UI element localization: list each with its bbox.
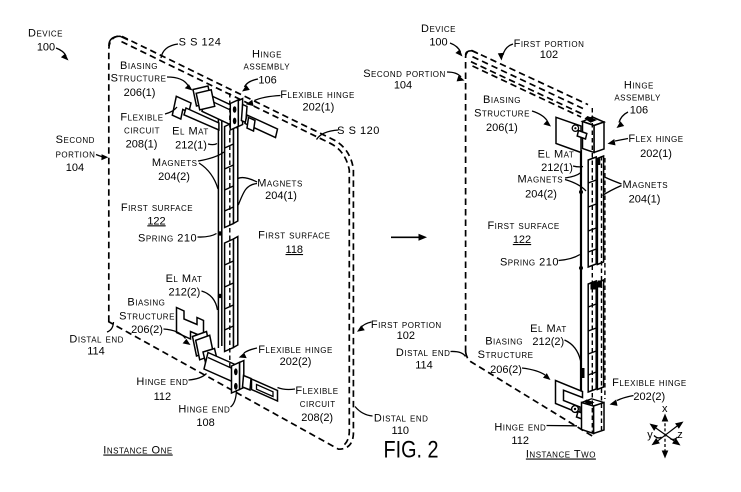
svg-text:Structure: Structure [111,73,167,85]
svg-text:Hinge end: Hinge end [178,404,230,416]
svg-text:Magnets: Magnets [152,157,198,169]
svg-text:x: x [662,403,668,415]
svg-text:Flexible: Flexible [295,385,338,397]
svg-text:118: 118 [286,244,304,256]
svg-text:First surface: First surface [487,220,559,232]
svg-text:212(2): 212(2) [532,336,564,348]
svg-text:104: 104 [394,80,412,92]
svg-text:Magnets: Magnets [518,174,564,186]
svg-text:102: 102 [540,49,558,61]
svg-text:114: 114 [415,360,433,372]
svg-text:Magnets: Magnets [257,178,303,190]
svg-text:202(2): 202(2) [633,391,665,403]
svg-text:Instance One: Instance One [103,445,172,457]
svg-text:El Mat: El Mat [166,273,203,285]
svg-text:Device: Device [421,23,456,35]
svg-text:Flexible hinge: Flexible hinge [280,89,355,101]
svg-text:212(2): 212(2) [169,287,201,299]
svg-text:122: 122 [147,215,165,227]
svg-text:Device: Device [28,27,63,39]
svg-text:Distal end: Distal end [374,413,429,425]
svg-text:106: 106 [630,104,648,116]
svg-text:208(2): 208(2) [301,412,333,424]
svg-text:100: 100 [429,37,447,49]
svg-text:El Mat: El Mat [538,149,575,161]
svg-text:FIG. 2: FIG. 2 [384,437,439,464]
svg-text:Structure: Structure [474,107,530,119]
svg-text:206(2): 206(2) [131,324,163,336]
svg-text:Biasing: Biasing [127,297,165,309]
svg-text:204(2): 204(2) [525,189,557,201]
svg-text:S S 120: S S 120 [337,125,380,137]
svg-text:assembly: assembly [244,61,291,73]
svg-text:Distal end: Distal end [396,347,451,359]
svg-text:Hinge end: Hinge end [494,422,546,434]
svg-text:102: 102 [397,330,415,342]
svg-text:Magnets: Magnets [623,179,669,191]
svg-text:206(1): 206(1) [486,122,518,134]
svg-text:Biasing: Biasing [485,335,523,347]
svg-text:Biasing: Biasing [120,60,158,72]
svg-text:202(2): 202(2) [280,356,312,368]
svg-text:First surface: First surface [121,202,193,214]
svg-text:y: y [647,429,653,441]
svg-text:Spring 210: Spring 210 [500,257,559,269]
svg-text:108: 108 [196,417,214,429]
svg-text:100: 100 [37,42,55,54]
svg-text:112: 112 [154,391,172,403]
svg-text:104: 104 [66,162,84,174]
svg-text:Flexible hinge: Flexible hinge [258,344,333,356]
svg-text:Structure: Structure [478,349,534,361]
svg-text:206(1): 206(1) [124,87,156,99]
svg-text:Hinge end: Hinge end [136,376,188,388]
svg-text:206(2): 206(2) [490,364,522,376]
svg-text:El Mat: El Mat [172,126,209,138]
svg-text:Biasing: Biasing [483,94,521,106]
svg-text:122: 122 [513,234,531,246]
svg-text:204(1): 204(1) [629,194,661,206]
svg-text:Instance Two: Instance Two [526,449,596,461]
svg-text:106: 106 [258,75,276,87]
svg-text:114: 114 [87,346,105,358]
svg-text:Structure: Structure [119,311,175,323]
svg-text:112: 112 [511,435,529,447]
svg-text:Hinge: Hinge [252,49,282,61]
svg-text:212(1): 212(1) [541,162,573,174]
svg-text:Flexible hinge: Flexible hinge [612,377,687,389]
svg-text:204(2): 204(2) [158,171,190,183]
svg-text:212(1): 212(1) [175,140,207,152]
svg-text:Spring 210: Spring 210 [138,233,197,245]
svg-text:208(1): 208(1) [126,139,158,151]
svg-text:El Mat: El Mat [530,323,567,335]
svg-text:z: z [677,429,683,441]
svg-text:Flex hinge: Flex hinge [628,133,683,145]
svg-text:First surface: First surface [258,229,330,241]
svg-text:Second portion: Second portion [363,68,446,80]
svg-text:S S 124: S S 124 [179,37,222,49]
svg-text:202(1): 202(1) [303,102,335,114]
svg-text:202(1): 202(1) [640,148,672,160]
svg-text:Second: Second [56,134,95,146]
svg-text:Hinge: Hinge [624,79,654,91]
svg-text:First portion: First portion [371,319,442,331]
svg-text:Flexible: Flexible [120,112,163,124]
svg-text:circuit: circuit [300,398,336,410]
svg-text:Distal end: Distal end [69,333,124,345]
svg-text:110: 110 [392,425,410,437]
svg-text:First portion: First portion [514,38,585,50]
svg-text:204(1): 204(1) [265,190,297,202]
svg-text:circuit: circuit [124,125,160,137]
svg-text:portion: portion [56,148,96,160]
svg-text:assembly: assembly [614,91,661,103]
